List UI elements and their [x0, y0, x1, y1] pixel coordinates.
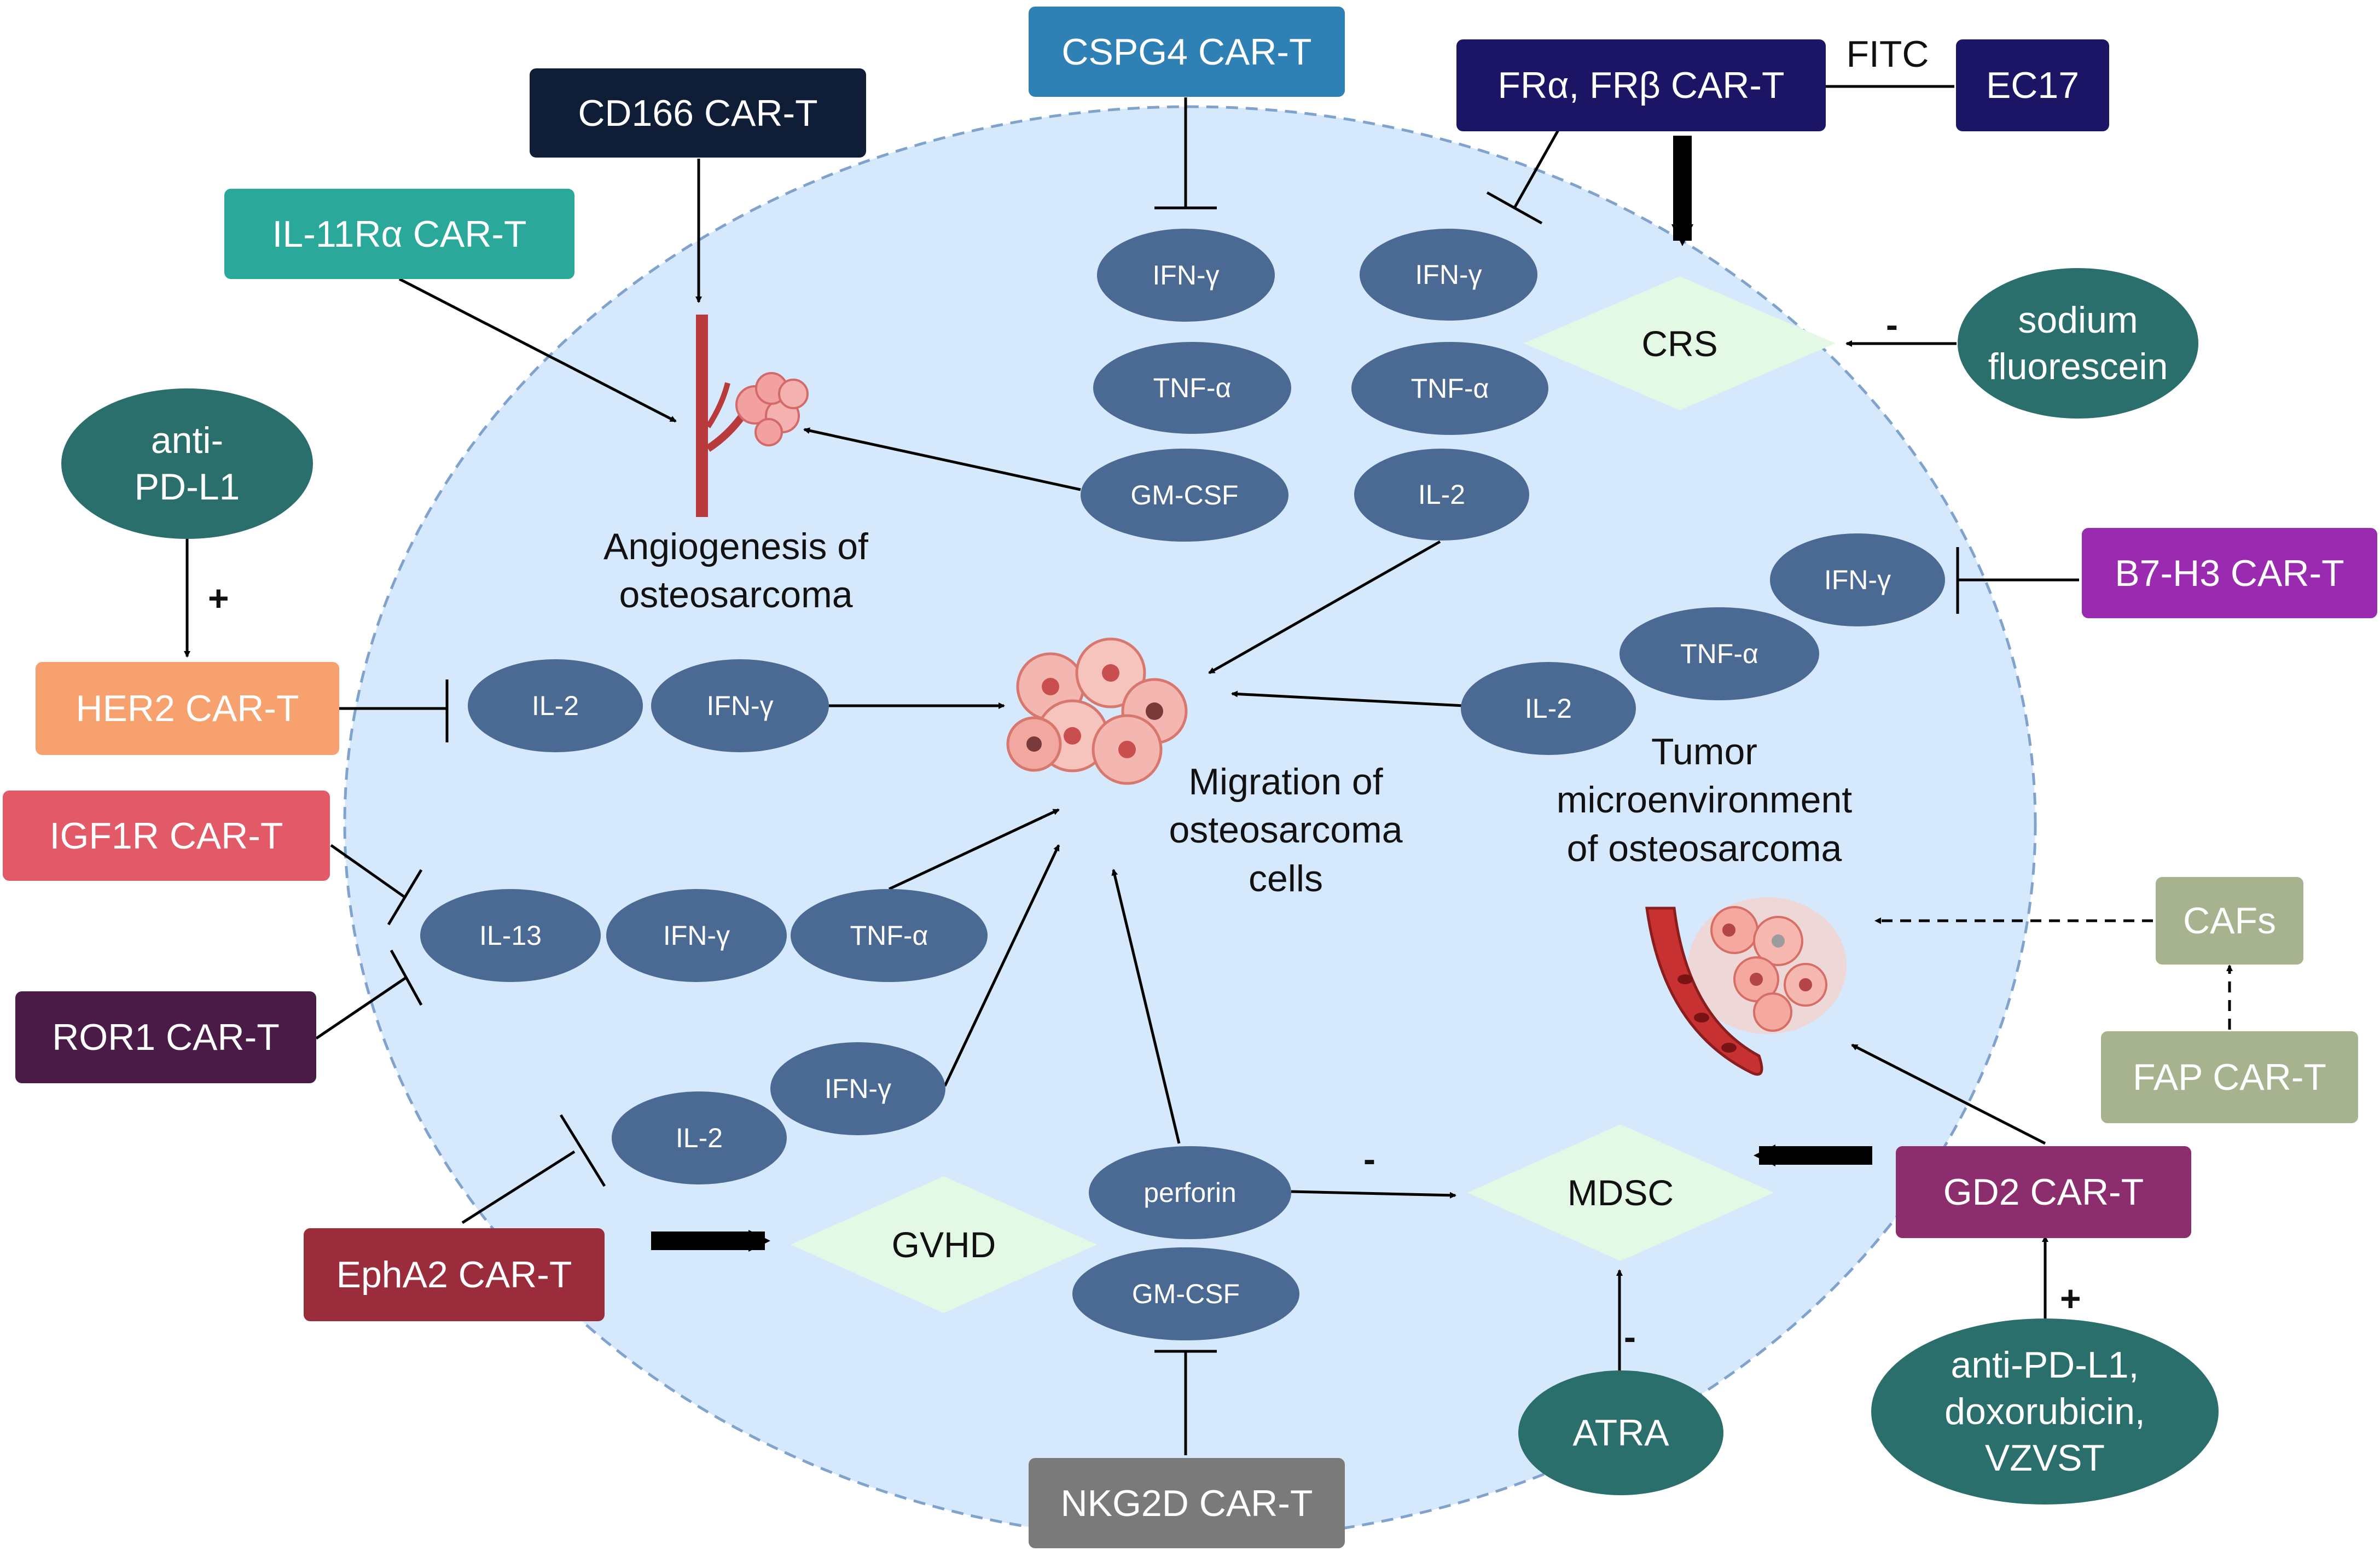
- tumor-microenvironment-label: Tumor microenvironment of osteosarcoma: [1556, 731, 1853, 869]
- cytokine-il-2: IL-2: [1461, 662, 1636, 755]
- cytokine-il-13: IL-13: [420, 889, 601, 982]
- cytokine-ifn-gamma: IFN-γ: [770, 1042, 945, 1135]
- fr-car-t-box: FRα, FRβ CAR-T: [1456, 39, 1826, 131]
- combo-therapy-oval: anti-PD-L1, doxorubicin, VZVST: [1871, 1318, 2219, 1504]
- minus-sign: -: [1363, 1138, 1375, 1179]
- atra-oval: ATRA: [1518, 1370, 1723, 1495]
- cytokine-il-2: IL-2: [1354, 449, 1529, 541]
- cytokine-ifn-gamma: IFN-γ: [606, 889, 787, 982]
- minus-sign: -: [1624, 1316, 1636, 1357]
- minus-sign: -: [1886, 304, 1898, 345]
- cytokine-ifn-gamma: IFN-γ: [1360, 229, 1537, 321]
- nkg2d-car-t-box: NKG2D CAR-T: [1029, 1458, 1345, 1548]
- sodium-fluorescein-oval: sodium fluorescein: [1958, 268, 2198, 419]
- cytokine-ifn-gamma: IFN-γ: [651, 659, 829, 752]
- cytokine-gm-csf: GM-CSF: [1072, 1247, 1299, 1340]
- igf1r-car-t-box: IGF1R CAR-T: [3, 791, 330, 881]
- cytokine-tnf-alpha: TNF-α: [1351, 342, 1548, 435]
- cytokine-tnf-alpha: TNF-α: [791, 889, 988, 982]
- cytokine-perforin: perforin: [1089, 1146, 1291, 1239]
- connectors: [184, 85, 2233, 1455]
- fitc-label: FITC: [1846, 33, 1929, 75]
- angiogenesis-vessel-graphic: [696, 315, 809, 517]
- cytokine-gm-csf: GM-CSF: [1081, 449, 1288, 542]
- il11-car-t-box: IL-11Rα CAR-T: [224, 189, 574, 279]
- angiogenesis-label: Angiogenesis of osteosarcoma: [603, 526, 868, 616]
- cytokine-tnf-alpha: TNF-α: [1093, 342, 1291, 434]
- cytokine-tnf-alpha: TNF-α: [1619, 607, 1819, 700]
- cytokine-il-2: IL-2: [612, 1091, 787, 1184]
- plus-sign: +: [208, 578, 229, 618]
- her2-car-t-box: HER2 CAR-T: [36, 662, 339, 755]
- cspg4-car-t-box: CSPG4 CAR-T: [1029, 7, 1345, 97]
- cytokine-ifn-gamma: IFN-γ: [1770, 533, 1945, 626]
- epha2-car-t-box: EphA2 CAR-T: [304, 1228, 605, 1321]
- anti-pd-l1-oval: anti- PD-L1: [61, 388, 313, 539]
- migration-label: Migration of osteosarcoma cells: [1169, 761, 1403, 899]
- cafs-box: CAFs: [2156, 877, 2303, 965]
- b7h3-car-t-box: B7-H3 CAR-T: [2082, 528, 2377, 618]
- cytokine-ifn-gamma: IFN-γ: [1097, 229, 1275, 322]
- cytokine-il-2: IL-2: [468, 659, 643, 752]
- tumor-cells-graphic: [1006, 637, 1188, 785]
- plus-sign: +: [2060, 1278, 2081, 1318]
- ec17-box: EC17: [1956, 39, 2109, 131]
- ror1-car-t-box: ROR1 CAR-T: [15, 991, 316, 1083]
- cd166-car-t-box: CD166 CAR-T: [530, 68, 866, 158]
- fap-car-t-box: FAP CAR-T: [2101, 1031, 2358, 1123]
- gd2-car-t-box: GD2 CAR-T: [1896, 1146, 2191, 1238]
- tumor-microenvironment-graphic: [1645, 897, 1847, 1076]
